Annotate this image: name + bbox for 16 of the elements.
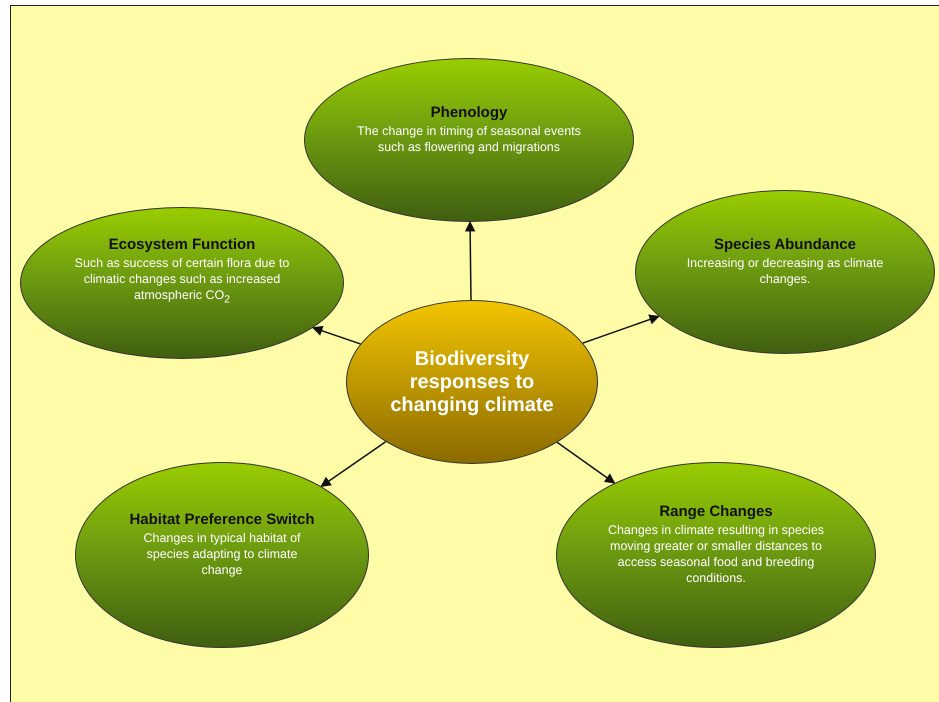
topic-heading: Ecosystem Function [108,236,256,254]
arrow [464,220,476,300]
topic-description: Such as success of certain flora due to climatic changes such as increased atmospheric CO$_{2}$ [74,254,290,308]
arrow [582,314,660,344]
topic-heading: Habitat Preference Switch [129,510,315,528]
arrow [312,326,361,345]
arrow [556,442,616,484]
topic-description: Changes in climate resulting in species moving greater or smaller distances to access seasonal food and breeding conditions. [607,522,825,586]
topic-description: Changes in typical habitat of species adapting to climate change [142,530,302,578]
topic-heading: Species Abundance [714,236,856,254]
arrow [320,441,386,487]
topic-heading: Phenology [430,104,508,122]
topic-description: The change in timing of seasonal events such as flowering and migrations [356,122,582,154]
topic-description: Increasing or decreasing as climate changes. [686,254,884,286]
topic-heading: Range Changes [659,502,773,520]
central-title: Biodiversity responses to changing climate [389,348,555,416]
